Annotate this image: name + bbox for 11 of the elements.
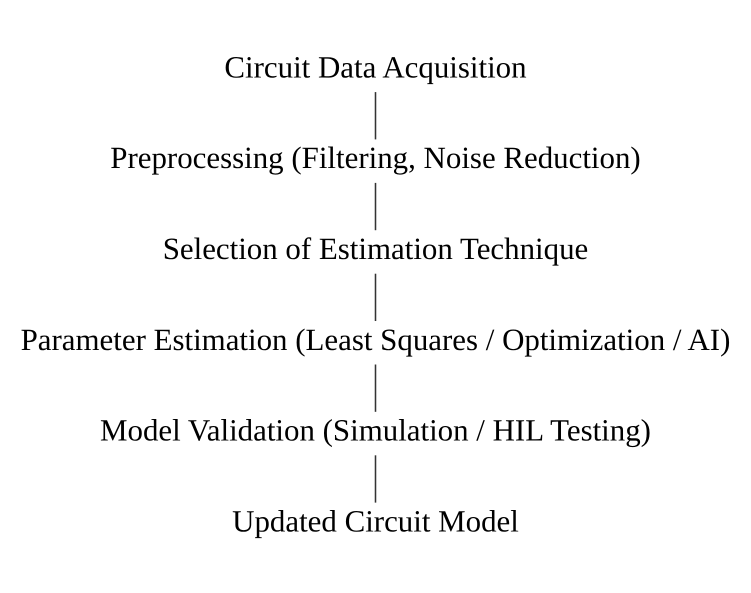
node-text: Preprocessing (Filtering, Noise Reduction): [110, 140, 641, 175]
node-text: Circuit Data Acquisition: [224, 48, 527, 84]
node-text: Selection of Estimation Technique: [162, 230, 588, 266]
connector: [374, 92, 376, 139]
node-text: Model Validation (Simulation / HIL Testing): [100, 412, 651, 448]
connector: [374, 182, 376, 230]
connector: [374, 364, 376, 412]
node-text: Parameter Estimation (Least Squares / Optimization / AI): [20, 321, 730, 356]
connector: [374, 273, 376, 321]
node-text: Updated Circuit Model: [232, 502, 519, 538]
connector: [374, 454, 376, 502]
